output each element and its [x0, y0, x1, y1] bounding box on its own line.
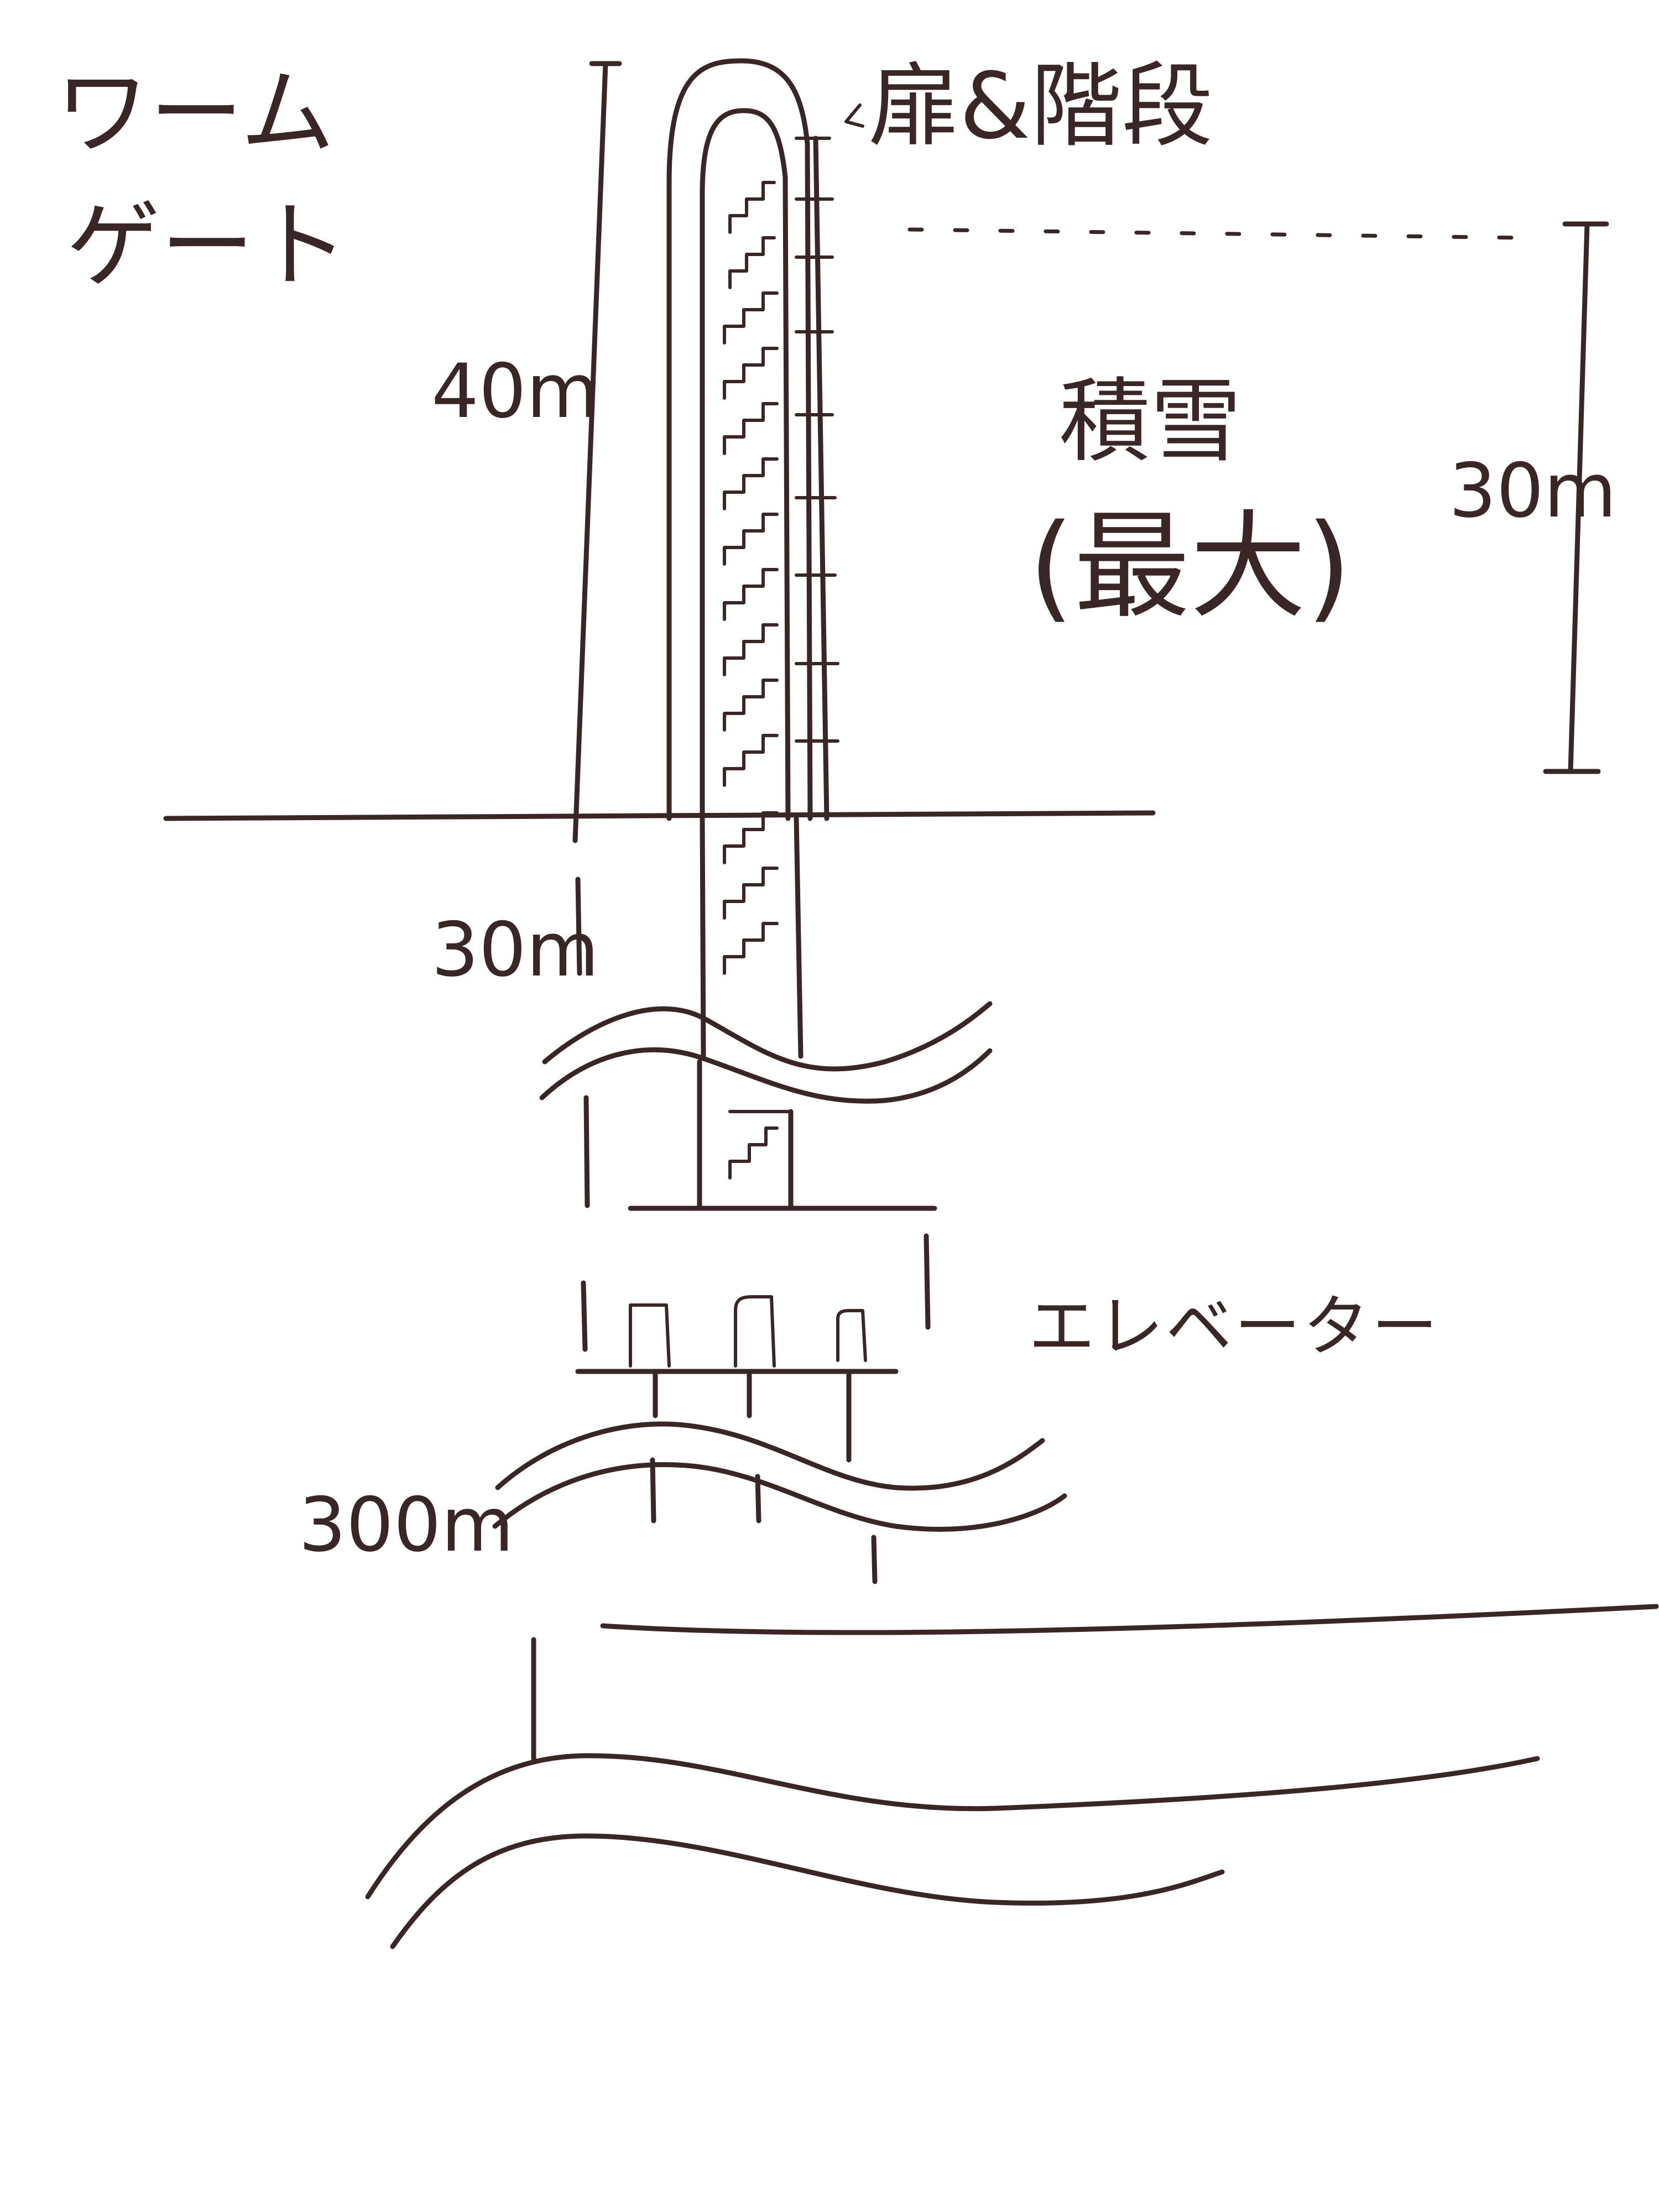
title-line-1: ワーム — [55, 66, 335, 160]
staircase — [724, 182, 777, 1178]
break-mark-middle-2 — [495, 1464, 1065, 1529]
pointer-arrow — [846, 105, 863, 126]
upper-column-left — [586, 1098, 587, 1206]
break-mark-upper-2 — [542, 1050, 990, 1102]
elevator-door-1 — [630, 1305, 669, 1366]
hall-left-wall — [583, 1283, 585, 1349]
elevator-door-3 — [838, 1311, 865, 1360]
elevator-shaft-1 — [653, 1371, 655, 1521]
height-dimension-bar — [575, 64, 619, 841]
elevator-label: エレベーター — [1029, 1294, 1440, 1360]
elevator-door-2 — [735, 1297, 774, 1366]
door-stairs-label: 扉&階段 — [868, 61, 1213, 152]
shaft-right-wall — [796, 818, 801, 1056]
snow-level-line — [910, 229, 1521, 238]
deep-level-label: 300m — [299, 1488, 514, 1562]
ladder-rail — [816, 138, 827, 818]
elevator-shaft-2 — [749, 1371, 759, 1521]
height-above-label: 40m — [431, 354, 599, 429]
break-mark-upper-1 — [545, 1004, 990, 1069]
title-line-2: ゲート — [66, 199, 348, 293]
break-mark-lower-1 — [368, 1756, 1537, 1897]
ground-line — [166, 813, 1153, 818]
snow-depth-label: 30m — [1449, 453, 1616, 528]
break-mark-lower-2 — [393, 1836, 1222, 1947]
depth-below-label: 30m — [431, 912, 599, 987]
deep-level-ceiling — [603, 1606, 1656, 1632]
hall-right-wall — [926, 1236, 928, 1327]
snow-max-label: (最大) — [1029, 509, 1352, 625]
snow-label: 積雪 — [1059, 376, 1241, 467]
